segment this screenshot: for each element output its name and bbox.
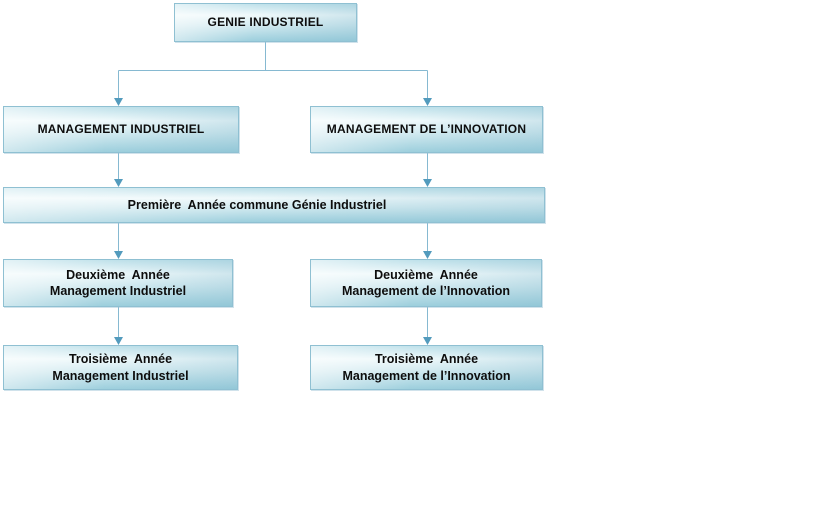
- node-label: Première Année commune Génie Industriel: [127, 197, 387, 212]
- node-label: Troisième Année Management Industriel: [52, 352, 189, 383]
- node-deuxieme-annee-mi: Deuxième Année Management Industriel: [3, 259, 233, 307]
- node-premiere-annee-commune: Première Année commune Génie Industriel: [3, 187, 545, 223]
- node-troisieme-annee-mi: Troisième Année Management Industriel: [3, 345, 238, 390]
- node-label: Troisième Année Management de l’Innovati…: [342, 352, 511, 383]
- node-management-innovation: MANAGEMENT DE L’INNOVATION: [310, 106, 543, 153]
- arrow-head-icon: [423, 251, 432, 259]
- arrow-head-icon: [423, 179, 432, 187]
- node-label: MANAGEMENT DE L’INNOVATION: [326, 121, 527, 136]
- node-management-industriel: MANAGEMENT INDUSTRIEL: [3, 106, 239, 153]
- node-label: Deuxième Année Management Industriel: [49, 267, 187, 298]
- node-label: GENIE INDUSTRIEL: [207, 14, 324, 29]
- arrow-head-icon: [423, 337, 432, 345]
- arrow-head-icon: [114, 251, 123, 259]
- arrow-head-icon: [114, 98, 123, 106]
- node-label: MANAGEMENT INDUSTRIEL: [37, 121, 205, 136]
- arrow-head-icon: [114, 337, 123, 345]
- node-label: Deuxième Année Management de l’Innovatio…: [341, 267, 511, 298]
- node-deuxieme-annee-minn: Deuxième Année Management de l’Innovatio…: [310, 259, 542, 307]
- node-troisieme-annee-minn: Troisième Année Management de l’Innovati…: [310, 345, 543, 390]
- arrow-head-icon: [423, 98, 432, 106]
- node-genie-industriel: GENIE INDUSTRIEL: [174, 3, 357, 42]
- arrow-head-icon: [114, 179, 123, 187]
